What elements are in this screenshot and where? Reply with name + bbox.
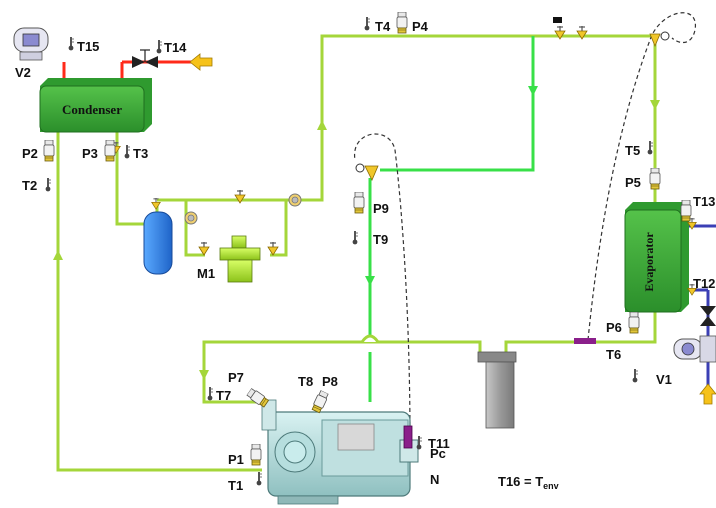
expansion-valve-main [649,31,670,48]
label-T9: T9 [373,232,388,247]
flow-arrows [365,86,538,286]
pressure-sensor-P7 [245,387,270,409]
label-P4: P4 [412,19,429,34]
label-V1: V1 [656,372,672,387]
thermometer-icon [124,145,130,159]
label-P6: P6 [606,320,622,335]
label-T11: T11 [428,436,450,451]
accumulator [477,351,517,429]
label-P3: P3 [82,146,98,161]
label-T1: T1 [228,478,243,493]
pressure-sensor-icon [43,140,55,162]
label-P5: P5 [625,175,641,190]
pressure-sensor-icon [396,12,408,34]
label-T15: T15 [77,39,99,54]
label-P9: P9 [373,201,389,216]
thermometer-icon [632,369,638,383]
label-P2: P2 [22,146,38,161]
label-M1: M1 [197,266,215,281]
receiver-tank [143,211,173,275]
label-T4: T4 [375,19,391,34]
label-Pc: Pc [430,446,446,461]
label-T8: T8 [298,374,313,389]
thermometer-icon [364,17,370,31]
expansion-valve-injection [355,163,379,181]
label-T13: T13 [693,194,715,209]
sightglass-icon [288,193,302,207]
flowmeter [219,235,261,283]
pressure-sensor-icon [680,200,692,222]
injection-line [368,36,535,402]
V1-meter [673,335,716,363]
pressure-sensor-icon [353,192,365,214]
hot-gas-inlet-arrow [189,53,213,71]
pressure-sensor-icon [250,444,262,466]
condenser: Condenser [39,78,152,133]
pressure-sensor-P8 [310,389,330,414]
thermometer-icon [647,141,653,155]
thermometer-icon [207,387,213,401]
valve-icon [267,242,279,256]
label-T12: T12 [693,276,715,291]
compressor [261,399,419,505]
label-T5: T5 [625,143,640,158]
thermometer-icon [256,472,262,486]
valve-water [700,306,716,326]
water-inlet-arrow [699,383,716,405]
label-P8: P8 [322,374,338,389]
sightglass-icon [184,211,198,225]
equation-T16: T16 = Tenv [498,474,559,491]
pressure-sensor-icon [104,140,116,162]
label-T3: T3 [133,146,148,161]
label-V2: V2 [15,65,31,80]
pressure-sensor-icon [649,168,661,190]
flow-arrows-main [53,100,660,380]
evaporator-label: Evaporator [642,232,656,292]
valve-T14 [132,49,158,68]
thermometer-icon [352,231,358,245]
valve-icon [198,242,210,256]
label-P1: P1 [228,452,244,467]
label-T6: T6 [606,347,621,362]
diagram-labels: V2 T15 T14 T4 P4 P2 T2 P3 T3 M1 P9 T9 T5… [15,19,715,493]
label-T14: T14 [164,40,187,55]
pipe-crossover [360,334,380,343]
liquid-line [115,34,657,257]
thermometer-icon [68,37,74,51]
thermometer-icon [45,178,51,192]
label-N: N [430,472,439,487]
V2-meter [13,27,49,61]
thermometer-icon [156,40,162,54]
control-line-left [354,133,411,441]
condenser-label: Condenser [62,102,122,117]
evaporator: Evaporator [624,202,689,313]
solenoid-icon [553,17,562,23]
label-T7: T7 [216,388,231,403]
label-T2: T2 [22,178,37,193]
pressure-sensor-icon [628,312,640,334]
suction-bulb [574,338,596,344]
label-P7: P7 [228,370,244,385]
